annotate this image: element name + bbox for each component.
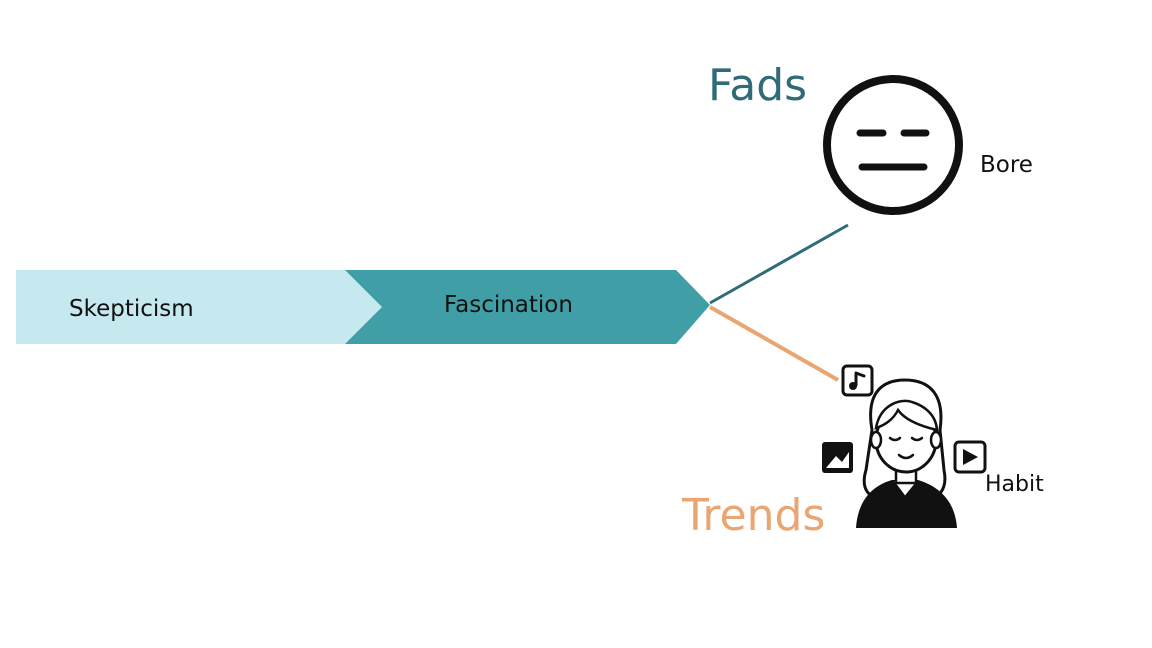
trends-label: Trends: [682, 490, 826, 541]
person-with-media-icon: [856, 378, 957, 528]
habit-label: Habit: [985, 472, 1044, 497]
image-icon: [822, 442, 853, 473]
neutral-face-icon: [823, 75, 963, 215]
fascination-arrow: [345, 270, 710, 344]
fascination-label: Fascination: [444, 292, 573, 318]
play-icon: [953, 440, 987, 474]
skepticism-label: Skepticism: [69, 296, 194, 322]
fads-label: Fads: [708, 60, 808, 111]
trends-branch-line: [709, 305, 839, 382]
fads-branch-line: [709, 223, 849, 305]
bore-label: Bore: [980, 152, 1033, 178]
music-note-icon: [841, 364, 874, 397]
skepticism-arrow: [16, 270, 382, 344]
